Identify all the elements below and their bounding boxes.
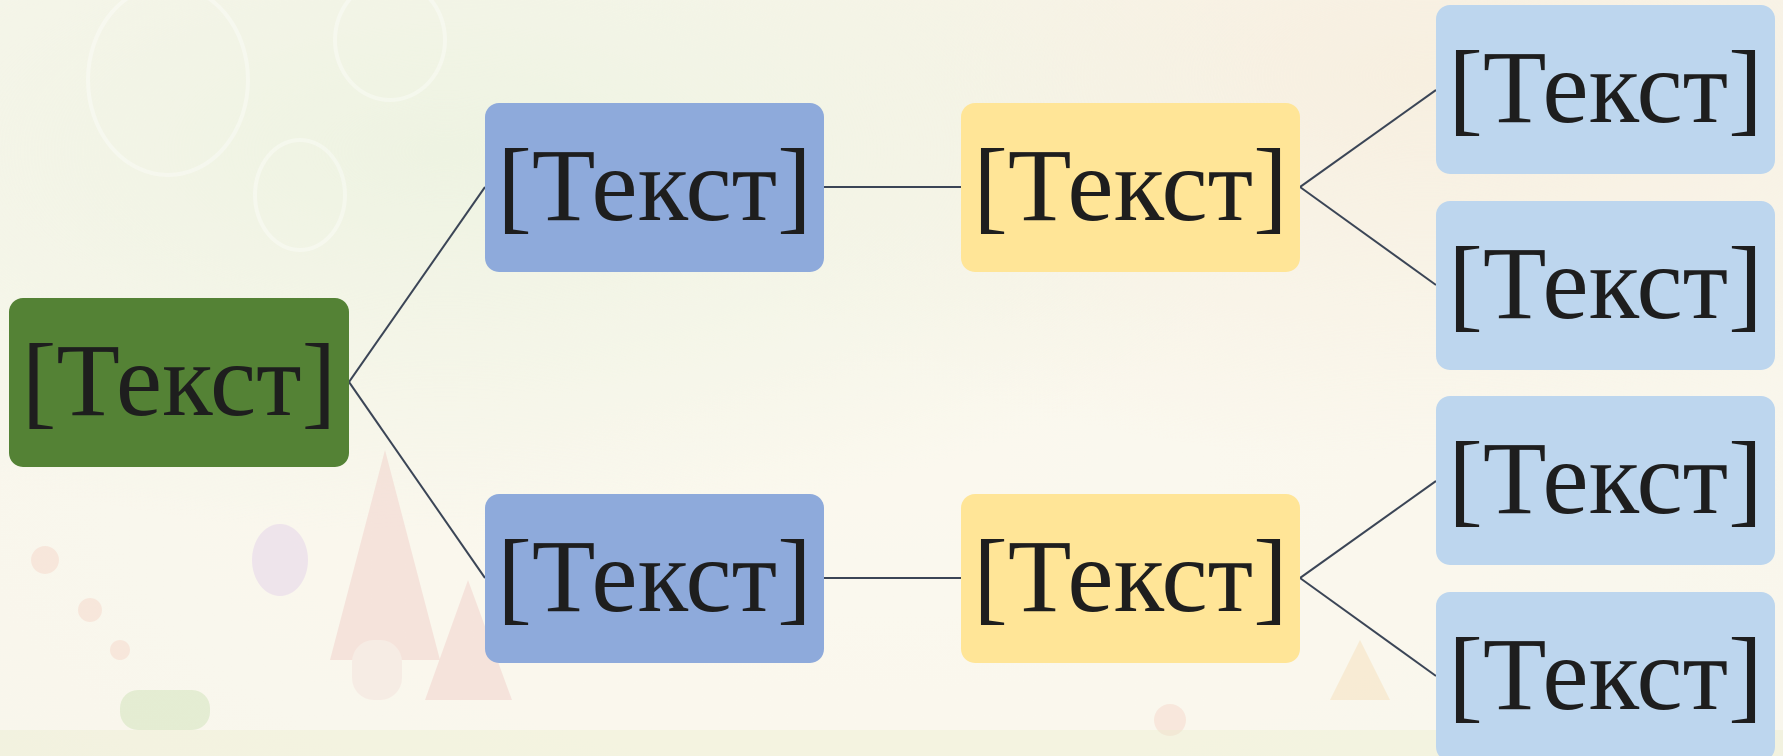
leaf-node-2: [Текст]: [1436, 201, 1775, 370]
branch-node-2-label: [Текст]: [497, 518, 812, 634]
leaf-node-2-label: [Текст]: [1448, 225, 1763, 341]
leaf-node-1: [Текст]: [1436, 5, 1775, 174]
connector-child-1-to-leaf-1: [1299, 89, 1437, 188]
leaf-node-3-label: [Текст]: [1448, 420, 1763, 536]
connector-child-2-to-leaf-4: [1299, 577, 1437, 677]
root-node: [Текст]: [9, 298, 349, 467]
child-node-2: [Текст]: [961, 494, 1300, 663]
branch-node-1: [Текст]: [485, 103, 824, 272]
leaf-node-3: [Текст]: [1436, 396, 1775, 565]
branch-node-1-label: [Текст]: [497, 127, 812, 243]
leaf-node-4: [Текст]: [1436, 592, 1775, 756]
connector-child-1-to-leaf-2: [1299, 186, 1437, 286]
child-node-1: [Текст]: [961, 103, 1300, 272]
connector-root-to-branch-1: [348, 186, 486, 383]
child-node-1-label: [Текст]: [973, 127, 1288, 243]
branch-node-2: [Текст]: [485, 494, 824, 663]
leaf-node-1-label: [Текст]: [1448, 29, 1763, 145]
child-node-2-label: [Текст]: [973, 518, 1288, 634]
root-node-label: [Текст]: [21, 322, 337, 438]
leaf-node-4-label: [Текст]: [1448, 616, 1763, 732]
connector-child-2-to-leaf-3: [1299, 480, 1437, 579]
connector-root-to-branch-2: [348, 381, 486, 579]
